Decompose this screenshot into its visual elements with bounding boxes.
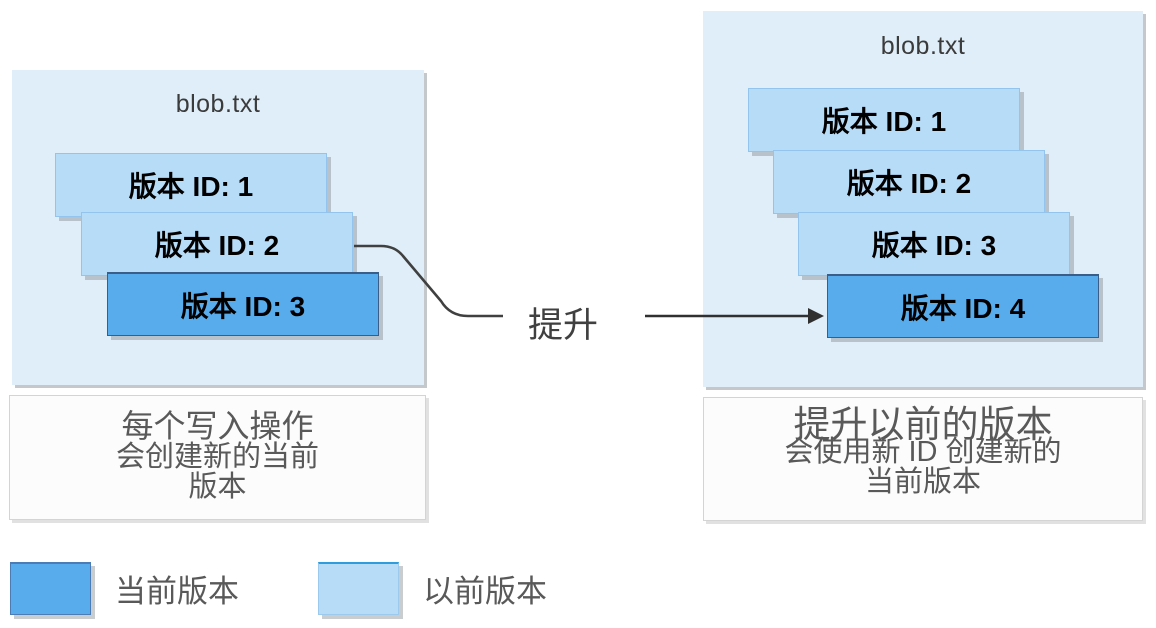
right-caption-box: 提升以前的版本 会使用新 ID 创建新的 当前版本 (703, 397, 1143, 521)
right-version-card-1: 版本 ID: 1 (748, 88, 1020, 152)
right-caption-line-3: 当前版本 (864, 466, 981, 499)
left-version-card-3-current: 版本 ID: 3 (107, 272, 379, 336)
current-version-label: 当前版本 (115, 574, 239, 609)
right-version-card-4-current: 版本 ID: 4 (827, 274, 1099, 338)
right-version-card-3: 版本 ID: 3 (798, 212, 1070, 276)
left-caption-line-3: 版本 (188, 471, 247, 504)
left-version-card-2: 版本 ID: 2 (81, 212, 353, 276)
previous-version-swatch (318, 562, 399, 615)
right-blob-filename: blob.txt (880, 32, 966, 60)
current-version-swatch (10, 562, 91, 615)
previous-version-label: 以前版本 (423, 574, 547, 609)
right-caption-line-1: 提升以前的版本 (793, 404, 1053, 445)
right-caption-line-2: 会使用新 ID 创建新的 (784, 435, 1062, 468)
legend-item-previous-version: 以前版本 (318, 562, 547, 615)
promote-label: 提升 (527, 306, 598, 345)
left-caption-line-2: 会创建新的当前 (115, 440, 319, 473)
left-caption-line-1: 每个写入操作 (121, 408, 314, 444)
legend-item-current-version: 当前版本 (10, 562, 239, 615)
left-blob-filename: blob.txt (175, 90, 261, 118)
left-version-card-1: 版本 ID: 1 (55, 153, 327, 217)
left-caption-box: 每个写入操作 会创建新的当前 版本 (9, 395, 426, 520)
right-version-card-2: 版本 ID: 2 (773, 150, 1045, 214)
